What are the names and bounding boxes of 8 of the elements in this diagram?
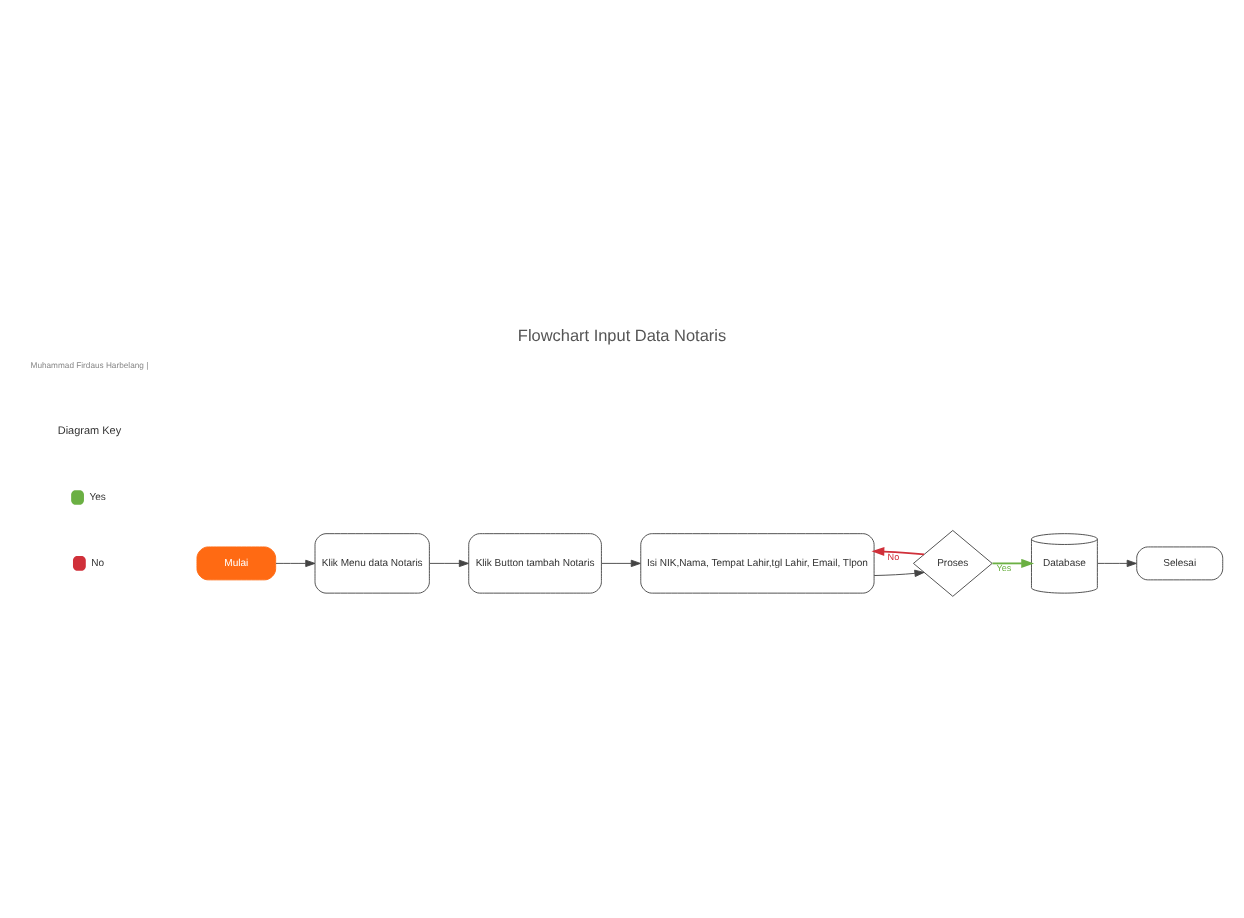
arrow xyxy=(991,557,1035,567)
arrow xyxy=(275,558,316,567)
arrow xyxy=(429,558,469,567)
arrow xyxy=(873,568,925,576)
arrow xyxy=(601,558,641,567)
arrow xyxy=(871,546,925,556)
diagram-title: Flowchart Input Data Notaris xyxy=(517,325,727,344)
arrow xyxy=(1097,558,1137,567)
